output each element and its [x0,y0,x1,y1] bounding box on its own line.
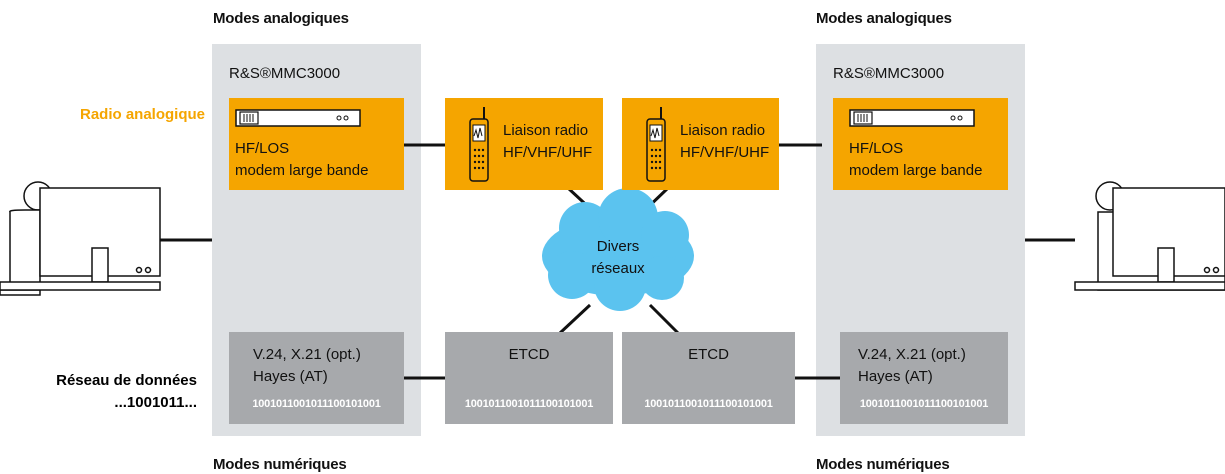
radio-link-right-line2: HF/VHF/UHF [680,144,770,161]
right-top-heading: Modes analogiques [816,10,952,27]
right-modem-line1: HF/LOS [849,140,904,157]
left-interface-bits: 1001011001011100101001 [252,398,381,410]
radio-analog-label: Radio analogique [79,106,205,123]
etcd-box-left: ETCD 1001011001011100101001 [445,332,613,424]
radio-unit-icon [235,109,361,127]
handheld-radio-icon [646,107,666,182]
cloud-label-line1: Divers [596,238,640,255]
cloud-label: Divers réseaux [568,236,668,280]
cloud-label-line2: réseaux [591,260,645,277]
etcd-right-label: ETCD [688,346,729,363]
etcd-left-bits: 1001011001011100101001 [464,398,594,410]
left-top-heading: Modes analogiques [213,10,349,27]
user-at-computer-icon [1074,181,1225,291]
link-cloud-etcd-left [558,303,592,335]
radio-link-box-right: Liaison radio HF/VHF/UHF [622,98,779,190]
radio-link-left-line1: Liaison radio [503,122,589,139]
right-modem-text: HF/LOS modem large bande [849,138,982,182]
radio-link-right-line1: Liaison radio [680,122,766,139]
right-modem-line2: modem large bande [849,162,983,179]
left-modem-line2: modem large bande [235,162,369,179]
right-interface-line1: V.24, X.21 (opt.) [858,346,966,363]
left-bottom-heading: Modes numériques [213,456,347,473]
radio-link-text-right: Liaison radio HF/VHF/UHF [680,120,769,164]
radio-link-text-left: Liaison radio HF/VHF/UHF [503,120,592,164]
user-at-computer-icon [0,181,161,296]
right-modem-box: HF/LOS modem large bande [833,98,1008,190]
left-modem-line1: HF/LOS [235,140,290,157]
network-cloud-icon [542,188,694,311]
left-interface-line1: V.24, X.21 (opt.) [253,346,361,363]
data-network-label-line1: Réseau de données [56,372,197,389]
left-interface-line2: Hayes (AT) [253,368,328,385]
right-interface-bits: 1001011001011100101001 [859,398,989,410]
data-network-label-line2: ...1001011... [114,394,197,411]
right-bottom-heading: Modes numériques [816,456,950,473]
radio-link-box-left: Liaison radio HF/VHF/UHF [445,98,603,190]
radio-unit-icon [849,109,975,127]
data-network-label: Réseau de données ...1001011... [56,370,197,414]
left-interface-text: V.24, X.21 (opt.) Hayes (AT) [253,344,361,388]
radio-link-left-line2: HF/VHF/UHF [503,144,593,161]
right-interface-text: V.24, X.21 (opt.) Hayes (AT) [858,344,966,388]
etcd-left-label: ETCD [508,346,550,363]
left-modem-text: HF/LOS modem large bande [235,138,368,182]
etcd-box-right: ETCD 1001011001011100101001 [622,332,795,424]
handheld-radio-icon [469,107,489,182]
left-device-title: R&S®MMC3000 [229,65,341,82]
left-modem-box: HF/LOS modem large bande [229,98,404,190]
right-device-title: R&S®MMC3000 [833,65,945,82]
link-cloud-etcd-right [648,303,680,335]
left-interface-box: V.24, X.21 (opt.) Hayes (AT) 10010110010… [229,332,404,424]
right-interface-box: V.24, X.21 (opt.) Hayes (AT) 10010110010… [840,332,1008,424]
etcd-right-bits: 1001011001011100101001 [644,398,773,410]
right-interface-line2: Hayes (AT) [858,368,933,385]
